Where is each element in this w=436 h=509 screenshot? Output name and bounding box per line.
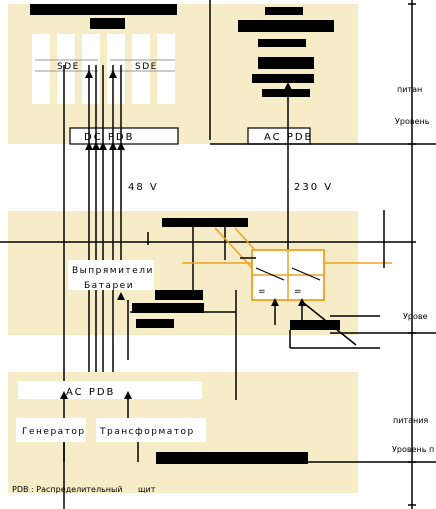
footer-legend-tail: щит [138, 485, 156, 494]
dc-pdb-box: DC PDB [69, 127, 179, 145]
sde-label-right: SDE [135, 62, 158, 72]
generator-box: Генератор [16, 418, 86, 442]
transformer-label: Трансформатор [99, 427, 195, 437]
sde-cabinet-left: SDE [32, 34, 100, 104]
rectifiers-batteries-box: Выпрямители Батареи [68, 260, 154, 291]
ac-bar-6 [262, 89, 310, 97]
bottom-ac-pdb-box: AC PDB [18, 381, 202, 399]
mid-bar-3 [132, 303, 204, 313]
bottom-bar [156, 452, 308, 464]
rectifiers-label: Выпрямители [72, 266, 154, 276]
top-subtitle-bar [90, 18, 125, 29]
right-label-bot-2: Уровень п [392, 445, 434, 454]
dc-pdb-label: DC PDB [84, 132, 134, 143]
inverter-label-b: = [294, 287, 303, 297]
right-label-bot-1: питания [393, 416, 428, 425]
batteries-label: Батареи [84, 281, 134, 291]
inverter-label-a: = [258, 287, 267, 297]
ac-pdb-box: AC PDB [247, 127, 311, 145]
right-label-top-2: Уровень [395, 117, 430, 126]
ac-bar-2 [238, 20, 334, 32]
ac-bar-5 [252, 74, 314, 83]
sde-cabinet-right: SDE [107, 34, 175, 104]
voltage-ac-label: 230 V [294, 182, 333, 193]
ac-feed-arrow [284, 82, 292, 90]
generator-label: Генератор [22, 427, 86, 437]
footer-legend: PDB : Распределительный [12, 485, 123, 494]
top-title-bar [30, 4, 177, 15]
transformer-box: Трансформатор [96, 418, 206, 442]
right-label-mid: Урове [403, 312, 428, 321]
dc-arrows-top [85, 70, 125, 150]
ac-bar-3 [258, 39, 306, 47]
mid-bar-4 [136, 319, 174, 328]
ac-bar-1 [265, 7, 303, 15]
ac-bar-4 [258, 57, 314, 69]
mid-bar-5 [290, 320, 340, 330]
voltage-dc-label: 48 V [128, 182, 159, 193]
sde-label-left: SDE [57, 62, 80, 72]
inverter-block: = = [182, 227, 392, 346]
right-label-top-1: питан [397, 85, 422, 94]
bottom-ac-pdb-label: AC PDB [66, 387, 115, 398]
mid-bar-2 [155, 290, 203, 300]
mid-bar-1 [162, 218, 248, 227]
